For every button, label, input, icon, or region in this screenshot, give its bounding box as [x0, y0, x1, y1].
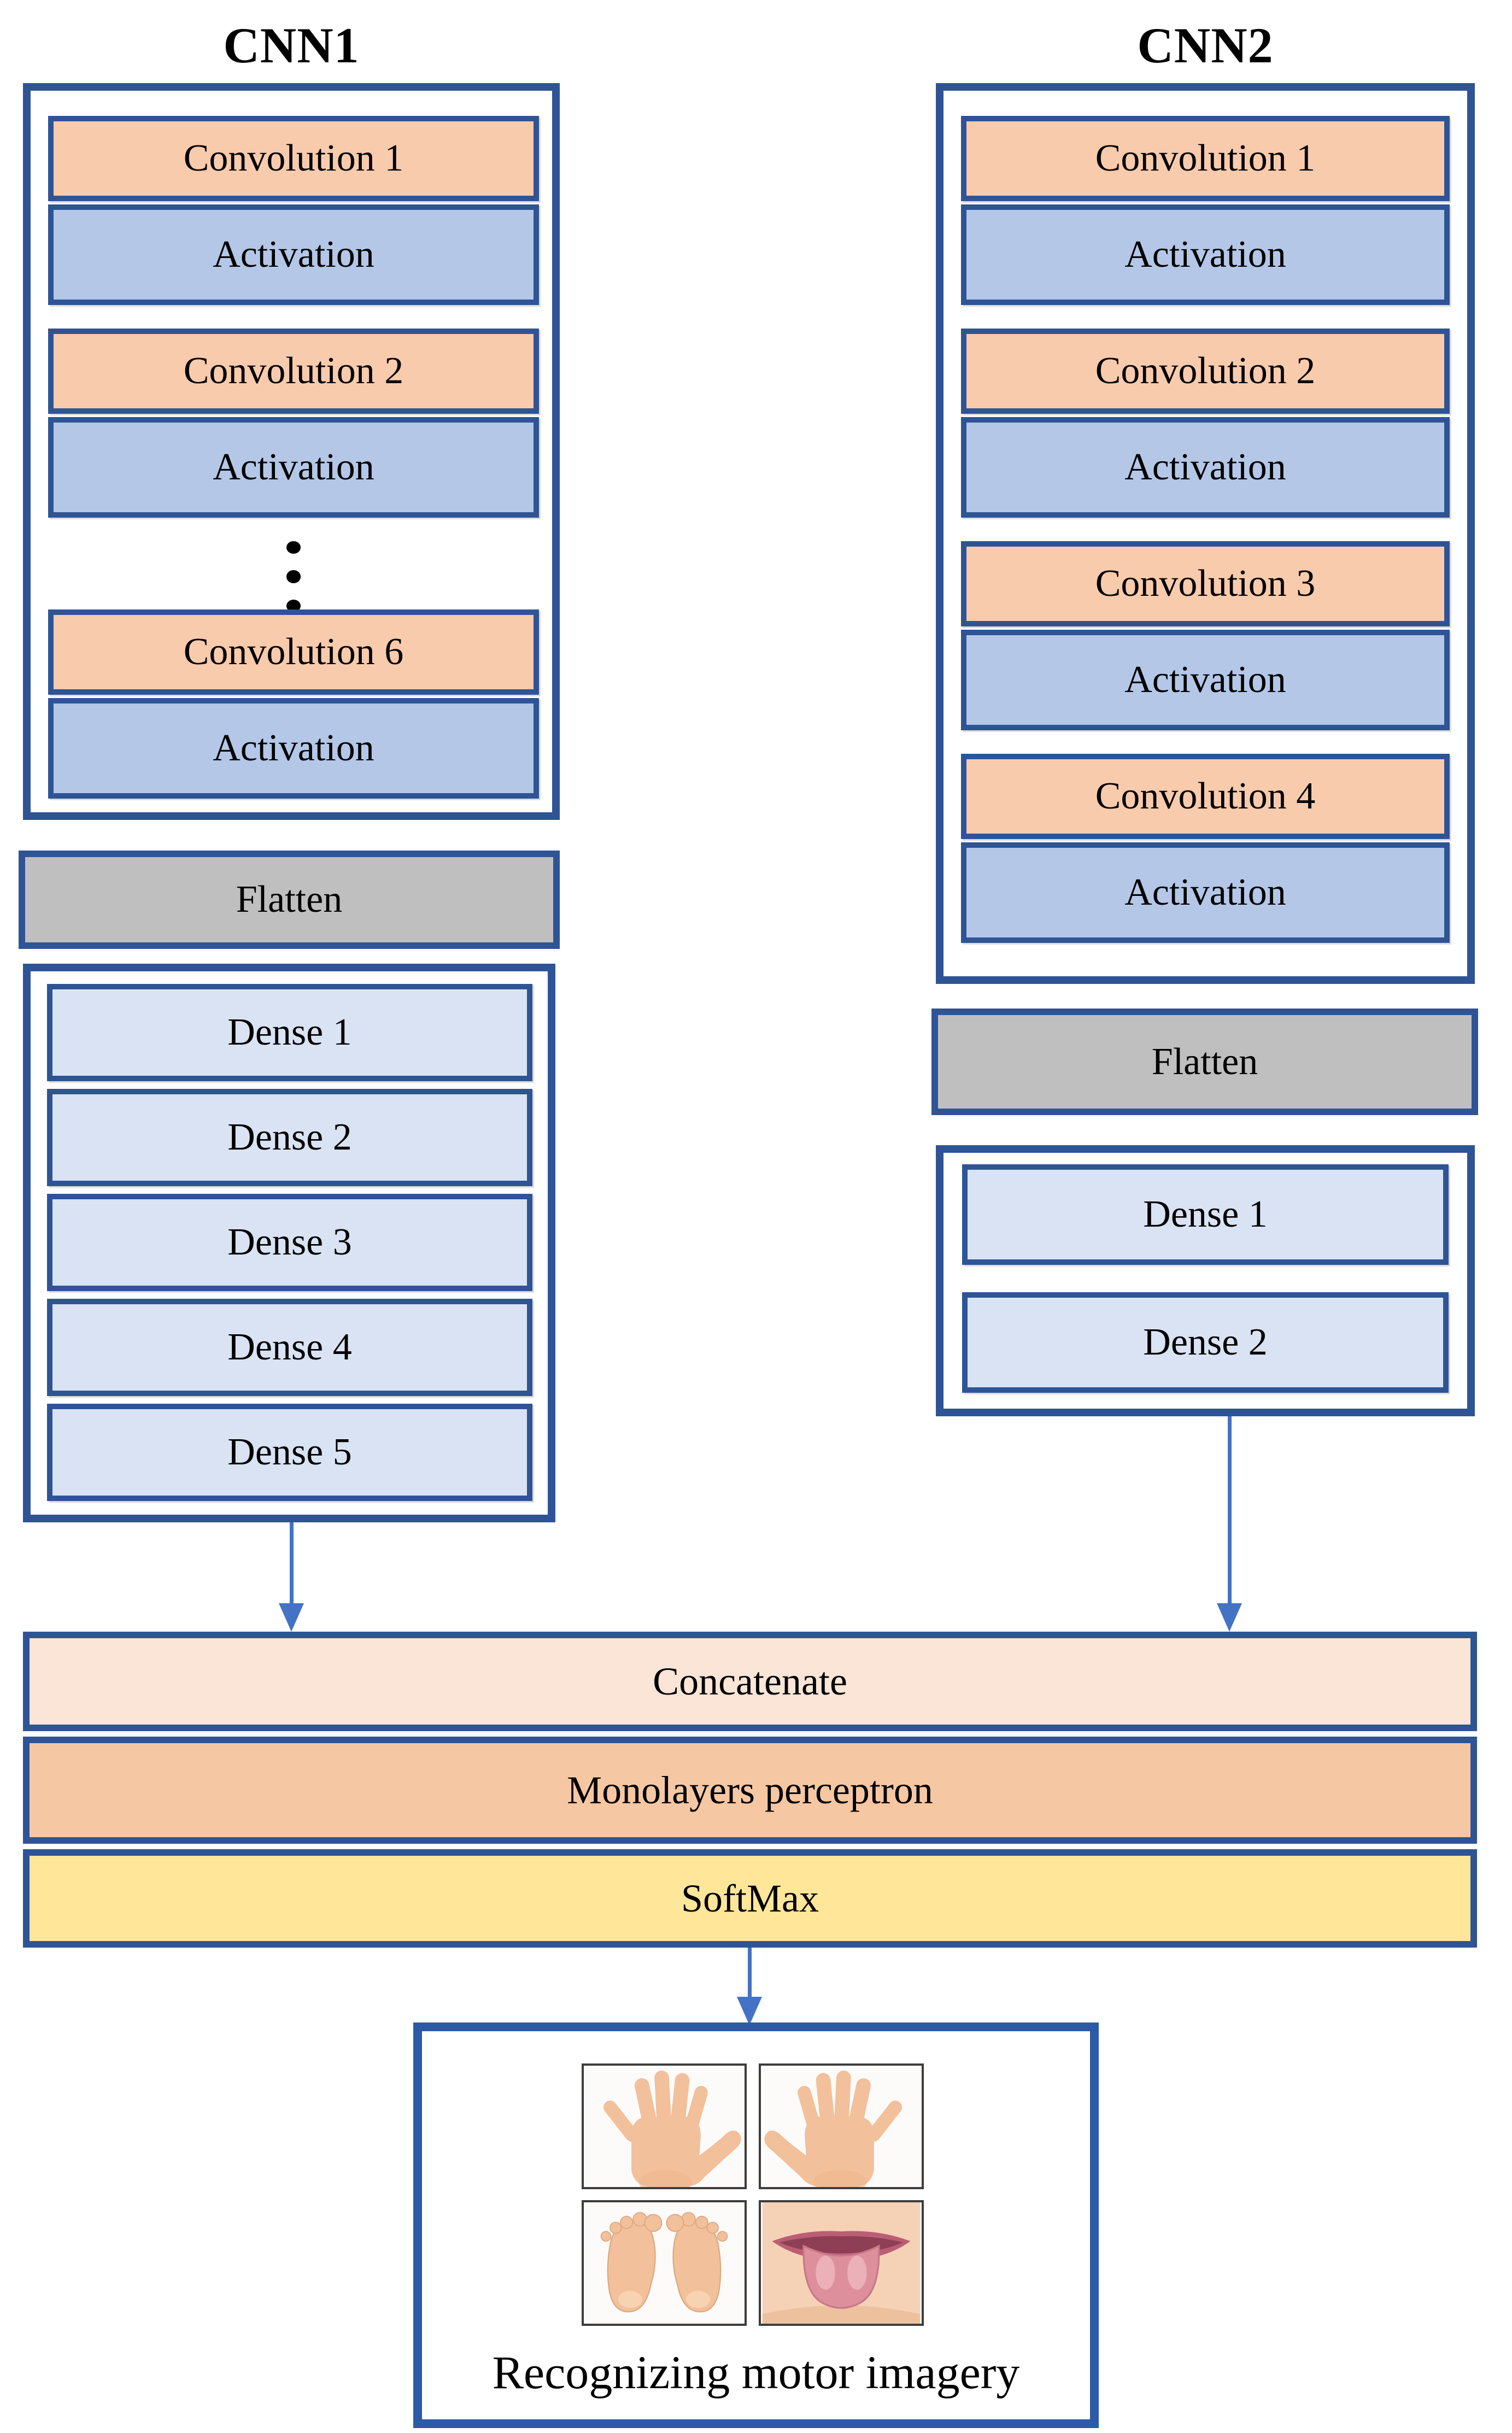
cnn2-dense-1-box: Dense 1 [962, 1164, 1449, 1265]
cnn2-convolution-4-box: Convolution 4 [961, 754, 1450, 839]
output-caption: Recognizing motor imagery [492, 2346, 1020, 2399]
cnn2-activation-2-box: Activation [961, 417, 1450, 518]
cnn1-activation-1-box: Activation [48, 204, 539, 305]
vertical-ellipsis [277, 541, 310, 612]
cnn1-arrow-head-icon [279, 1603, 304, 1632]
cnn1-dense-4-box: Dense 4 [47, 1299, 532, 1396]
cnn1-convolution-6-box: Convolution 6 [48, 609, 539, 695]
cnn2-flatten-box: Flatten [931, 1009, 1478, 1115]
cnn2-dense-2-box: Dense 2 [962, 1292, 1449, 1393]
cnn2-activation-4-box: Activation [961, 842, 1450, 943]
feet-illustration [600, 2212, 728, 2313]
cnn1-activation-6-box: Activation [48, 698, 539, 799]
recognition-output-box [413, 2022, 1099, 2428]
cnn1-dense-3-box: Dense 3 [47, 1194, 532, 1291]
ellipsis-dot [286, 541, 301, 554]
tongue-image [759, 2200, 924, 2326]
cnn1-convolution-2-box: Convolution 2 [48, 329, 539, 414]
cnn2-convolution-3-box: Convolution 3 [961, 541, 1450, 626]
cnn2-title: CNN2 [1137, 17, 1274, 73]
cnn1-title: CNN1 [223, 17, 360, 73]
cnn2-arrow-head-icon [1217, 1603, 1242, 1632]
feet-image [582, 2200, 747, 2326]
cnn1-dense-2-box: Dense 2 [47, 1089, 532, 1186]
hand-illustration [764, 2070, 902, 2187]
cnn1-dense-1-box: Dense 1 [47, 984, 532, 1081]
cnn1-convolution-1-box: Convolution 1 [48, 116, 539, 201]
concatenate-box: Concatenate [23, 1632, 1477, 1731]
hand-illustration [603, 2070, 741, 2187]
cnn1-flatten-box: Flatten [19, 851, 560, 949]
tongue-illustration [762, 2202, 921, 2324]
cnn2-activation-3-box: Activation [961, 630, 1450, 730]
softmax-box: SoftMax [23, 1849, 1477, 1948]
ellipsis-dot [286, 570, 301, 583]
cnn2-to-concatenate-arrow [1228, 1416, 1232, 1604]
cnn2-convolution-1-box: Convolution 1 [961, 116, 1450, 201]
output-arrow-head-icon [737, 1997, 762, 2025]
right-hand-image [759, 2063, 924, 2189]
ellipsis-dot [286, 599, 301, 612]
cnn2-convolution-2-box: Convolution 2 [961, 329, 1450, 414]
monolayers-perceptron-box: Monolayers perceptron [23, 1737, 1477, 1844]
cnn1-to-concatenate-arrow [290, 1522, 294, 1604]
cnn2-activation-1-box: Activation [961, 204, 1450, 305]
cnn1-dense-5-box: Dense 5 [47, 1404, 532, 1501]
softmax-to-output-arrow [748, 1948, 752, 1998]
cnn1-activation-2-box: Activation [48, 417, 539, 518]
left-hand-image [582, 2063, 747, 2189]
